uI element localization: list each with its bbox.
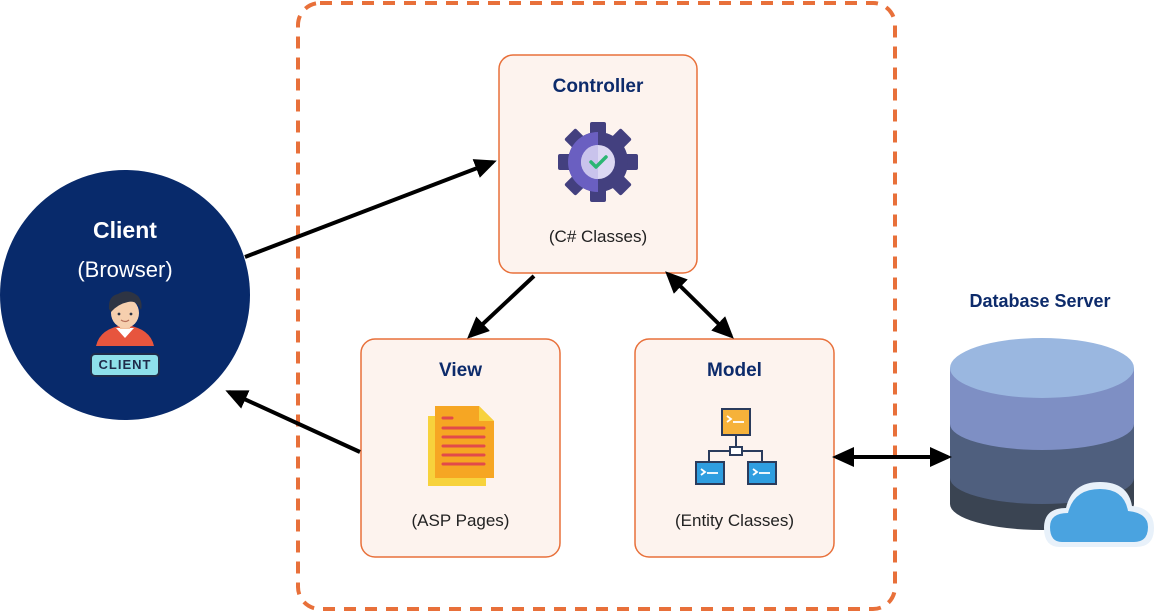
client-badge-label: CLIENT [98,357,152,372]
application-boundary [296,1,897,611]
client-badge [90,353,160,377]
view-caption: (ASP Pages) [411,511,510,530]
database-title: Database Server [969,291,1111,311]
controller-caption: (C# Classes) [548,227,648,246]
arrow-view-to-client [225,390,361,454]
database-cloud-icon [950,338,1154,547]
hierarchy-icon [695,408,777,485]
person-icon [90,291,160,377]
view-title: View [439,360,482,381]
arrow-controller-to-view [467,274,536,339]
arrow-controller-model [665,271,734,339]
model-caption: (Entity Classes) [674,511,795,530]
model-title: Model [707,360,762,381]
client-title: Client [93,217,157,243]
controller-title: Controller [552,76,644,97]
client-subtitle: (Browser) [77,257,173,282]
document-icon [428,406,494,486]
arrow-client-to-controller [244,159,497,259]
gear-check-icon [558,122,638,202]
